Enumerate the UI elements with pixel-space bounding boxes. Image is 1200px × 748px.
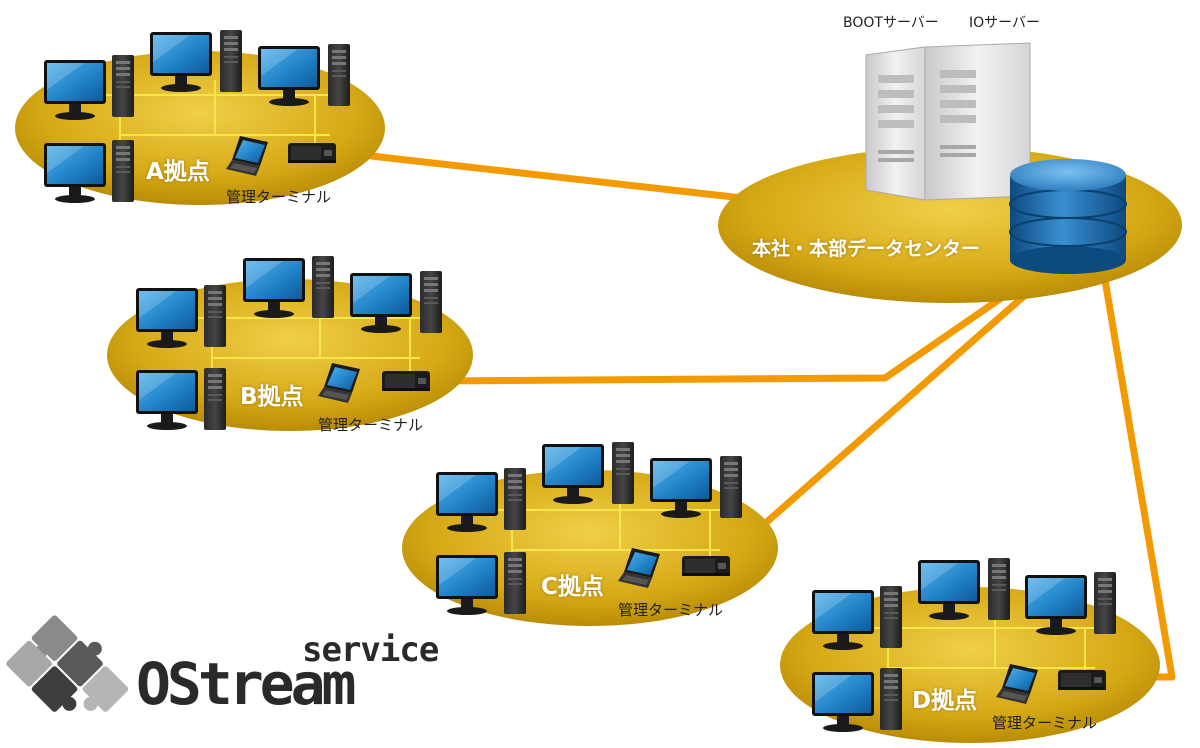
link-b xyxy=(426,288,1014,385)
tower-pc-icon xyxy=(312,256,334,318)
tower-pc-icon xyxy=(720,456,742,518)
site-c xyxy=(402,442,778,626)
site-c-label: C拠点 xyxy=(541,574,604,600)
terminal-device-icon xyxy=(288,143,336,163)
tower-pc-icon xyxy=(204,285,226,347)
tower-pc-icon xyxy=(1094,572,1116,634)
tower-pc-icon xyxy=(204,368,226,430)
site-a-terminal-label: 管理ターミナル xyxy=(226,188,332,206)
tower-pc-icon xyxy=(220,30,242,92)
site-b xyxy=(107,256,473,431)
site-b-label: B拠点 xyxy=(240,384,304,410)
site-d xyxy=(780,558,1160,743)
logo-service-text: service xyxy=(302,630,439,670)
tower-pc-icon xyxy=(112,140,134,202)
site-d-label: D拠点 xyxy=(912,688,978,714)
tower-pc-icon xyxy=(504,552,526,614)
monitor-icon xyxy=(44,143,106,203)
io-server-label: IOサーバー xyxy=(969,15,1041,31)
hq-label: 本社・本部データセンター xyxy=(752,238,981,260)
terminal-device-icon xyxy=(682,556,730,576)
tower-pc-icon xyxy=(988,558,1010,620)
tower-pc-icon xyxy=(880,668,902,730)
logo-ostream-text: OStream xyxy=(136,650,356,718)
site-b-terminal-label: 管理ターミナル xyxy=(318,416,424,434)
site-a xyxy=(15,30,385,205)
monitor-icon xyxy=(136,370,198,430)
site-c-terminal-label: 管理ターミナル xyxy=(618,601,724,619)
tower-pc-icon xyxy=(420,271,442,333)
tower-pc-icon xyxy=(112,55,134,117)
tower-pc-icon xyxy=(328,44,350,106)
boot-server-icon xyxy=(865,46,926,201)
site-d-terminal-label: 管理ターミナル xyxy=(992,714,1098,732)
site-d-ellipse xyxy=(780,587,1160,743)
tower-pc-icon xyxy=(880,586,902,648)
link-c xyxy=(724,278,1044,560)
io-server-icon xyxy=(924,42,1031,201)
boot-server-label: BOOTサーバー xyxy=(843,15,939,31)
tower-pc-icon xyxy=(612,442,634,504)
terminal-device-icon xyxy=(382,371,430,391)
tower-pc-icon xyxy=(504,468,526,530)
site-a-label: A拠点 xyxy=(146,159,210,185)
database-icon xyxy=(1009,159,1127,274)
puzzle-icon xyxy=(6,615,129,712)
terminal-device-icon xyxy=(1058,670,1106,690)
